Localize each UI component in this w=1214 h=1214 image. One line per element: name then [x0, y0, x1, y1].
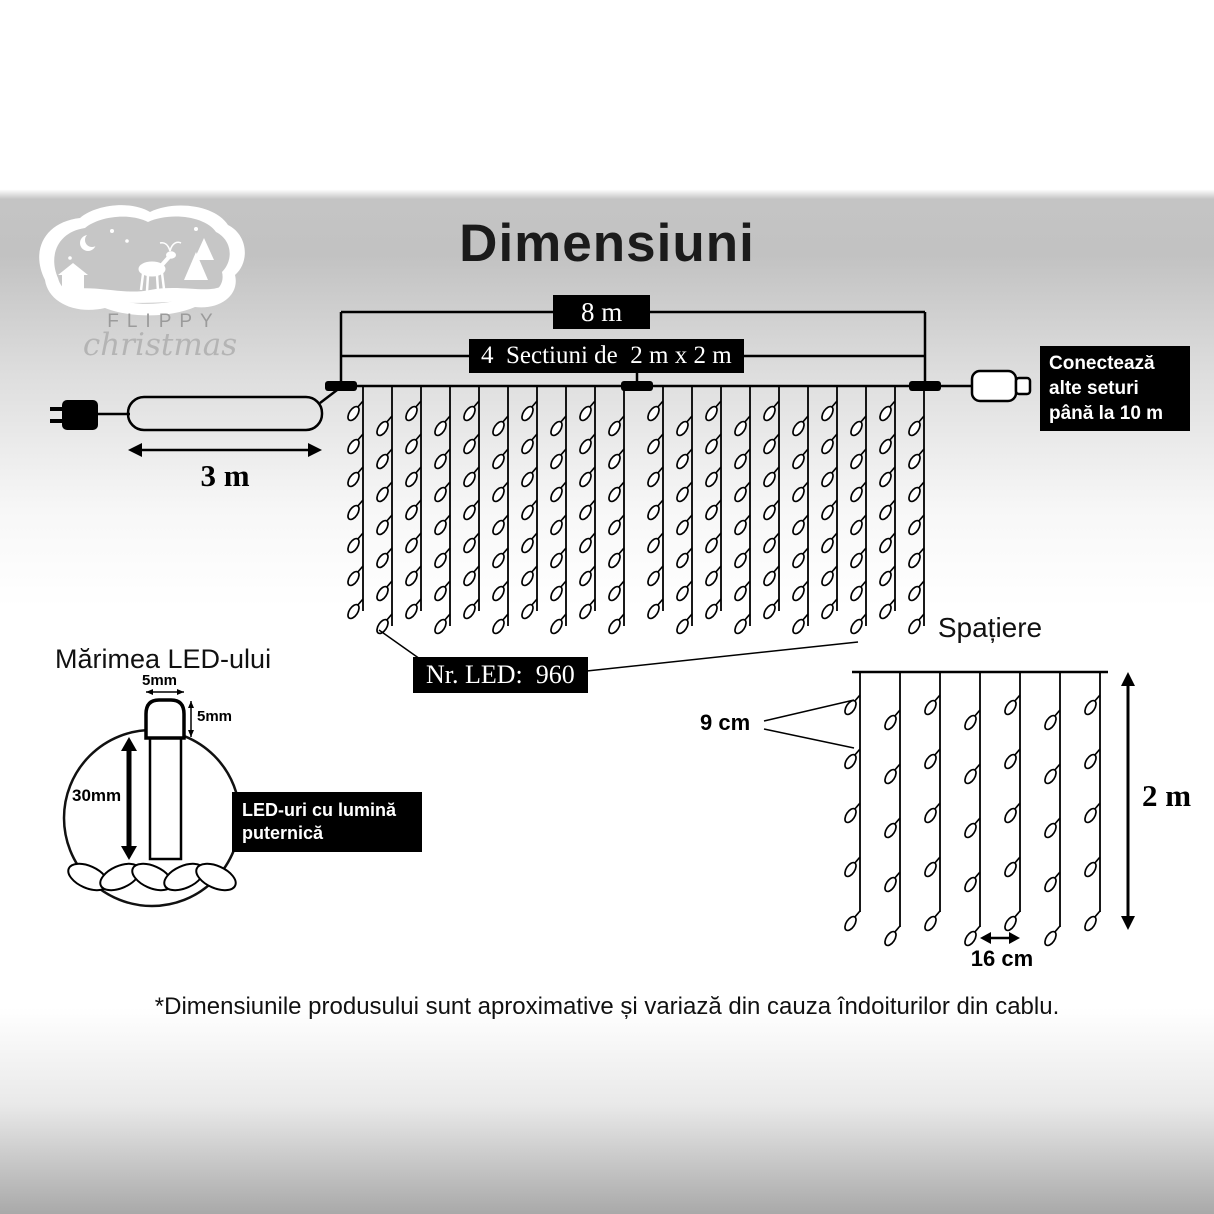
spacing-vertical-label: 9 cm — [700, 710, 751, 735]
sections-label: 4 Sectiuni de 2 m x 2 m — [469, 339, 744, 373]
snow-ground — [60, 286, 222, 303]
house-icon — [58, 263, 88, 291]
gap-pointer-9cm — [763, 699, 855, 749]
led-count-pointers — [378, 629, 859, 674]
stars-icon — [68, 227, 198, 260]
led-size-diagram — [62, 689, 242, 908]
led-body — [148, 735, 183, 861]
braid-wire — [67, 862, 237, 892]
length-arrow-3m — [128, 443, 322, 457]
reindeer-icon — [138, 241, 182, 292]
lead-wire-loop — [126, 395, 324, 432]
total-length-label: 8 m — [553, 295, 651, 329]
led-description-box: LED-uri cu lumină puternică — [232, 792, 422, 852]
connect-info-box: Conectează alte seturi până la 10 m — [1040, 346, 1190, 431]
logo-text-christmas: christmas — [82, 327, 238, 363]
led-30mm-arrow — [121, 737, 137, 860]
lead-length-label: 3 m — [200, 458, 250, 493]
curtain-lights — [344, 386, 925, 637]
led-cap — [144, 698, 186, 740]
end-connector — [970, 369, 1032, 403]
cap-height-arrow — [188, 701, 194, 737]
led-count-label: Nr. LED: 960 — [413, 657, 588, 693]
power-adapter — [50, 400, 130, 430]
cap-width-arrow — [146, 689, 184, 695]
led-size-title: Mărimea LED-ului — [55, 644, 272, 674]
moon-icon — [80, 233, 99, 251]
spacing-horizontal-label: 16 cm — [970, 946, 1034, 971]
height-arrow-2m — [1121, 672, 1135, 930]
led-cap-height-label: 5mm — [197, 708, 233, 725]
footnote: *Dimensiunile produsului sunt aproximati… — [154, 993, 1060, 1020]
width-arrow-16cm — [980, 932, 1020, 944]
logo-text-flippy: FLIPPY — [107, 311, 221, 332]
led-cap-width-label: 5mm — [142, 672, 178, 689]
spacing-title: Spațiere — [937, 612, 1043, 643]
page-title: Dimensiuni — [459, 214, 755, 273]
led-body-length-label: 30mm — [72, 786, 122, 805]
spacing-height-label: 2 m — [1142, 778, 1192, 813]
logo-scene — [39, 205, 245, 316]
spacing-grid — [841, 672, 1101, 949]
wire-connectors — [325, 381, 941, 391]
